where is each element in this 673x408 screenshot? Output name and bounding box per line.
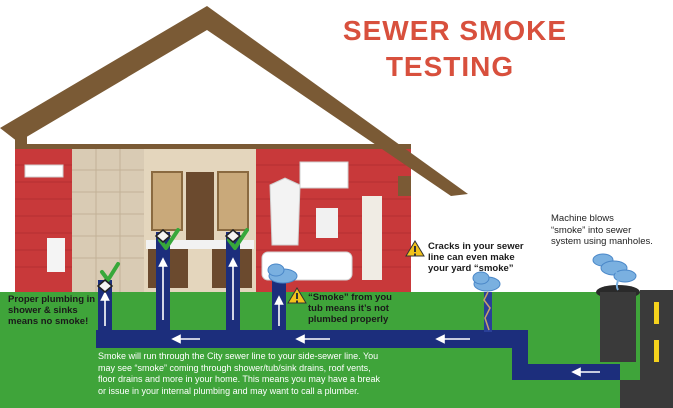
shelf-right xyxy=(362,196,382,280)
window-left xyxy=(24,164,64,178)
bottom-explanation: Smoke will run through the City sewer li… xyxy=(98,351,380,396)
title-line-1: SEWER SMOKE xyxy=(342,15,568,46)
warning-icon xyxy=(287,287,307,304)
smoke-stream xyxy=(615,271,620,291)
mirror-right xyxy=(217,171,249,231)
ground-grass xyxy=(0,292,673,408)
title-line-2: TESTING xyxy=(385,51,515,82)
roof xyxy=(0,6,468,196)
bathrobe xyxy=(269,177,301,246)
label-proper-plumbing: Proper plumbing in shower & sinks means … xyxy=(8,294,96,327)
shelf-unit xyxy=(186,172,214,244)
house-interior xyxy=(15,148,411,292)
smoke-cloud-icon xyxy=(267,253,637,292)
toilet xyxy=(47,238,65,272)
mirror-left xyxy=(151,171,183,231)
street xyxy=(620,290,673,408)
shower-tiles xyxy=(72,148,144,292)
warning-icon xyxy=(405,240,425,257)
label-machine: Machine blows “smoke” into sewer system … xyxy=(551,213,653,247)
radiator xyxy=(316,208,338,238)
label-tub-smoke: “Smoke” from you tub means it’s not plum… xyxy=(308,292,392,325)
check-icon xyxy=(100,228,249,282)
yard-crack xyxy=(483,291,491,331)
drain-marker xyxy=(96,229,242,293)
flow-arrow-icon xyxy=(100,257,600,377)
window-right xyxy=(299,161,349,189)
label-cracks: Cracks in your sewer line can even make … xyxy=(428,241,524,274)
